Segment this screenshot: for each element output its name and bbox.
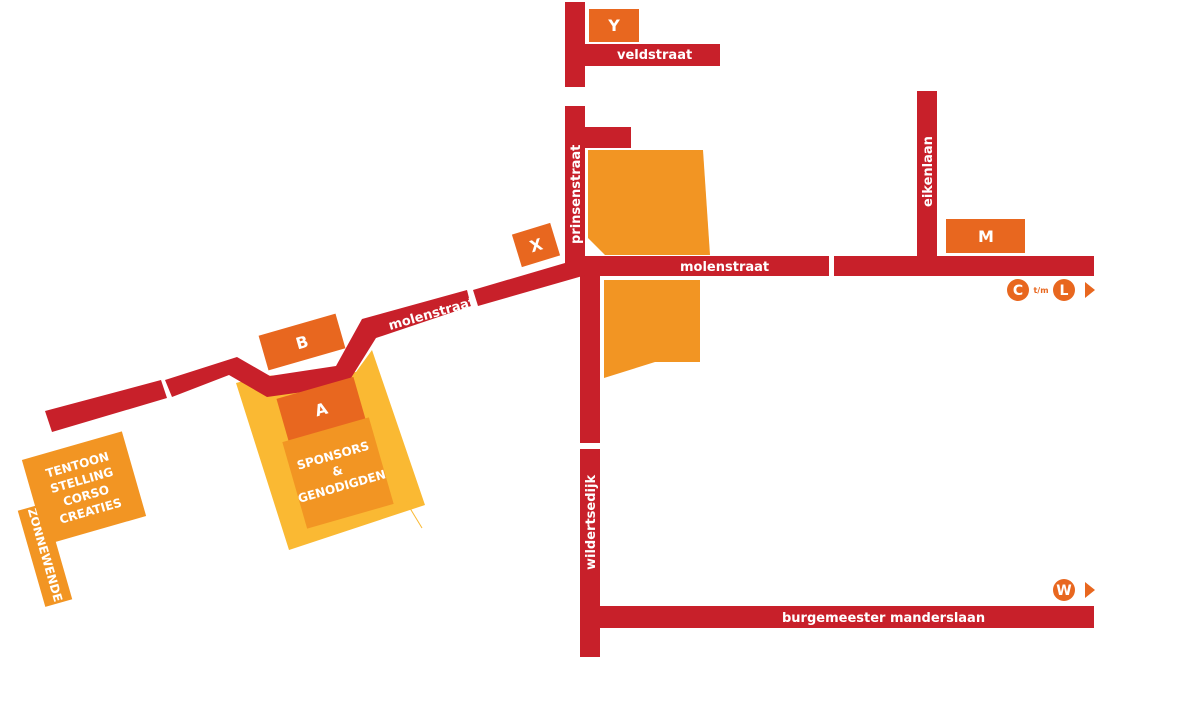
road-molenstraat-east [565,256,829,276]
road-label-veldstraat: veldstraat [617,48,692,63]
road-label-wildertsedijk: wildertsedijk [584,475,599,570]
zone-a-label: A [313,398,331,420]
marker-w-label: W [1056,583,1071,599]
marker-range-separator: t/m [1033,286,1048,295]
road-prinsenstraat-stub [565,127,631,148]
sponsors-line-2: & [330,463,344,479]
marker-c-to-l-arrow-icon [1085,282,1095,298]
area-north-east [588,150,710,255]
zone-sponsors: SPONSORS & GENODIGDEN [282,417,394,529]
zone-b: B [258,313,346,371]
zone-m-label: M [978,227,994,246]
road-molenstraat-far-east [834,256,1094,276]
zone-y [589,9,639,42]
road-molenstraat-diag-east [473,258,586,306]
road-burgemeester-manderslaan [580,606,1094,628]
zone-b-label: B [294,332,311,354]
zone-m [946,219,1025,253]
tribune-edge [404,499,423,529]
marker-c-circle [1007,279,1029,301]
marker-w: W [1053,579,1095,601]
road-wildertsedijk-north [580,270,600,443]
road-label-molenstraat-east: molenstraat [680,260,769,275]
road-eikenlaan [917,91,937,271]
zone-exhibition: TENTOON STELLING CORSO CREATIES [21,431,147,545]
marker-w-circle [1053,579,1075,601]
marker-w-arrow-icon [1085,582,1095,598]
zone-x: X [511,222,561,268]
road-label-prinsenstraat: prinsenstraat [569,145,584,244]
road-network [45,2,1094,657]
road-veldstraat [565,44,720,66]
zone-y-label: Y [607,16,620,35]
road-label-burgemeester-manderslaan: burgemeester manderslaan [782,611,985,626]
marker-l-label: L [1060,283,1069,299]
road-molenstraat-diag-west [45,380,167,432]
marker-c-to-l: C t/m L [1007,279,1095,301]
marker-c-label: C [1013,283,1023,299]
marker-l-circle [1053,279,1075,301]
road-molenstraat-diag-mid [165,290,471,397]
road-label-eikenlaan: eikenlaan [921,136,936,207]
area-south-east [604,280,700,378]
road-wildertsedijk [580,449,600,657]
